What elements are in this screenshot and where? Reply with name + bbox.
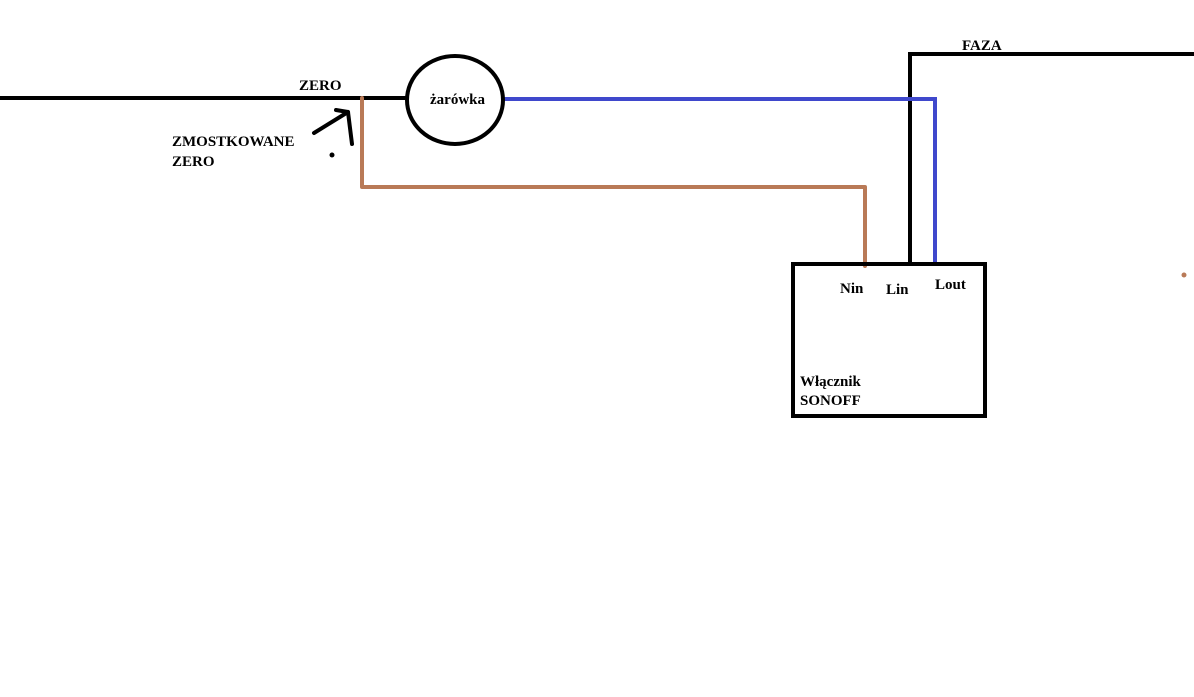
stray-dot [329,152,335,158]
phase-label: FAZA [962,38,1002,54]
output-wire [503,97,937,266]
arrow-icon [312,108,354,146]
switch-label-line1: Włącznik [800,374,861,390]
nin-terminal-label: Nin [840,281,864,297]
bulb-circle [405,54,505,146]
switch-label-line2: SONOFF [800,393,861,409]
lout-terminal-label: Lout [935,277,966,293]
bridged-zero-label-line1: ZMOSTKOWANE [172,134,295,150]
zero-label: ZERO [299,78,342,94]
lin-terminal-label: Lin [886,282,909,298]
bridge-wire [360,96,867,268]
bulb-label: żarówka [430,92,485,108]
phase-wire [908,52,1194,266]
sonoff-switch-box [791,262,987,418]
stray-dot-brown [1181,272,1187,278]
bridged-zero-label-line2: ZERO [172,154,215,170]
